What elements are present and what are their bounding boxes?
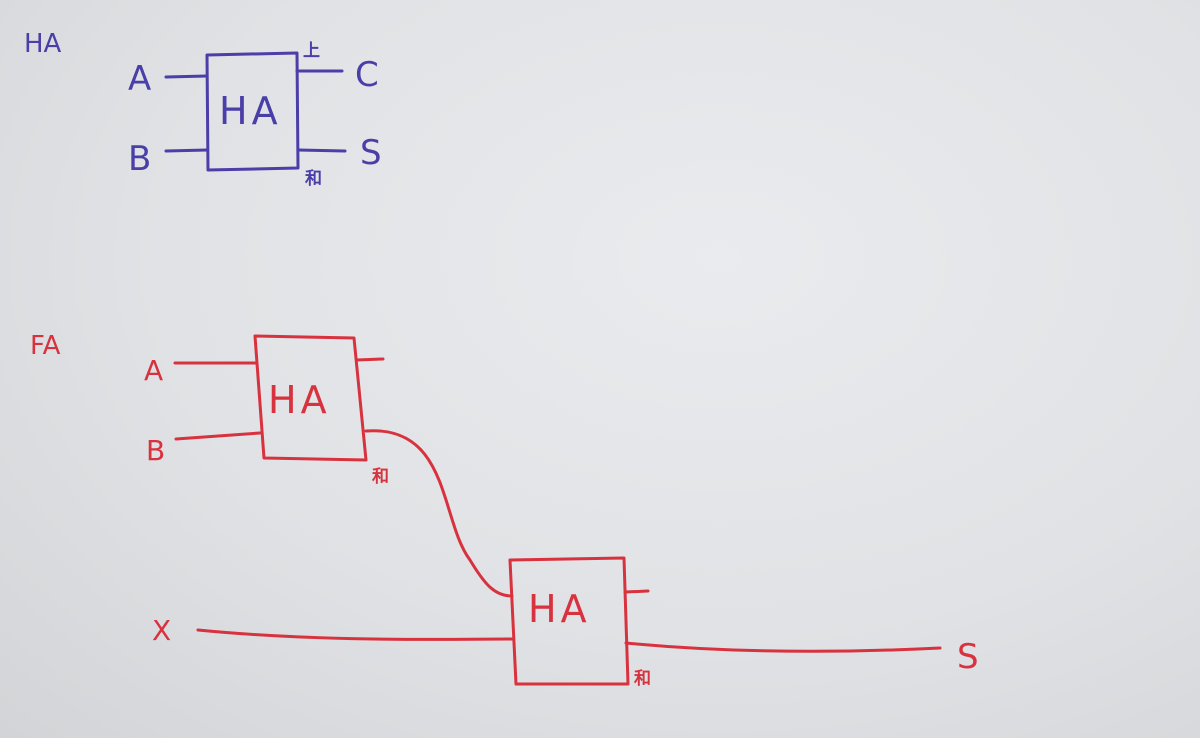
- fa-ha1-sum-mark: 和: [372, 467, 389, 487]
- fa-ha1-carry-wire: [355, 357, 385, 362]
- ha-output-s-wire: [296, 148, 347, 153]
- fa-input-x-label: X: [152, 614, 171, 647]
- ha-output-c-label: C: [355, 55, 379, 95]
- ha-output-s-label: S: [360, 133, 382, 173]
- fa-input-b-wire: [174, 431, 262, 441]
- fa-input-a-label: A: [144, 354, 163, 387]
- ha-input-a-label: A: [128, 59, 151, 99]
- ha-title: HA: [24, 29, 62, 59]
- ha-box-label: HA: [219, 89, 282, 133]
- fa-input-b-label: B: [146, 434, 165, 467]
- fa-ha2-label: HA: [528, 587, 591, 631]
- fa-output-s-wire: [624, 641, 942, 653]
- ha-input-b-wire: [164, 148, 209, 153]
- fa-ha1-box: [253, 334, 368, 462]
- fa-ha2-box: [508, 556, 630, 686]
- fa-output-s-label: S: [957, 637, 979, 677]
- ha-input-b-label: B: [128, 139, 151, 179]
- ha-section: HA HA A B 上 C 和 S: [24, 29, 382, 189]
- fa-input-x-wire: [196, 628, 514, 641]
- ha-carry-mark: 上: [303, 41, 320, 61]
- fa-title: FA: [30, 331, 61, 361]
- fa-ha2-sum-mark: 和: [634, 669, 651, 689]
- ha-input-a-wire: [164, 74, 209, 79]
- fa-ha1-label: HA: [268, 378, 331, 422]
- fa-ha2-carry-wire: [623, 589, 650, 594]
- fa-ha1-sum-to-ha2-wire: [364, 429, 514, 598]
- ha-box: [205, 51, 300, 172]
- ha-sum-mark: 和: [305, 169, 322, 189]
- fa-section: FA HA A B 和 HA X 和 S: [30, 331, 979, 689]
